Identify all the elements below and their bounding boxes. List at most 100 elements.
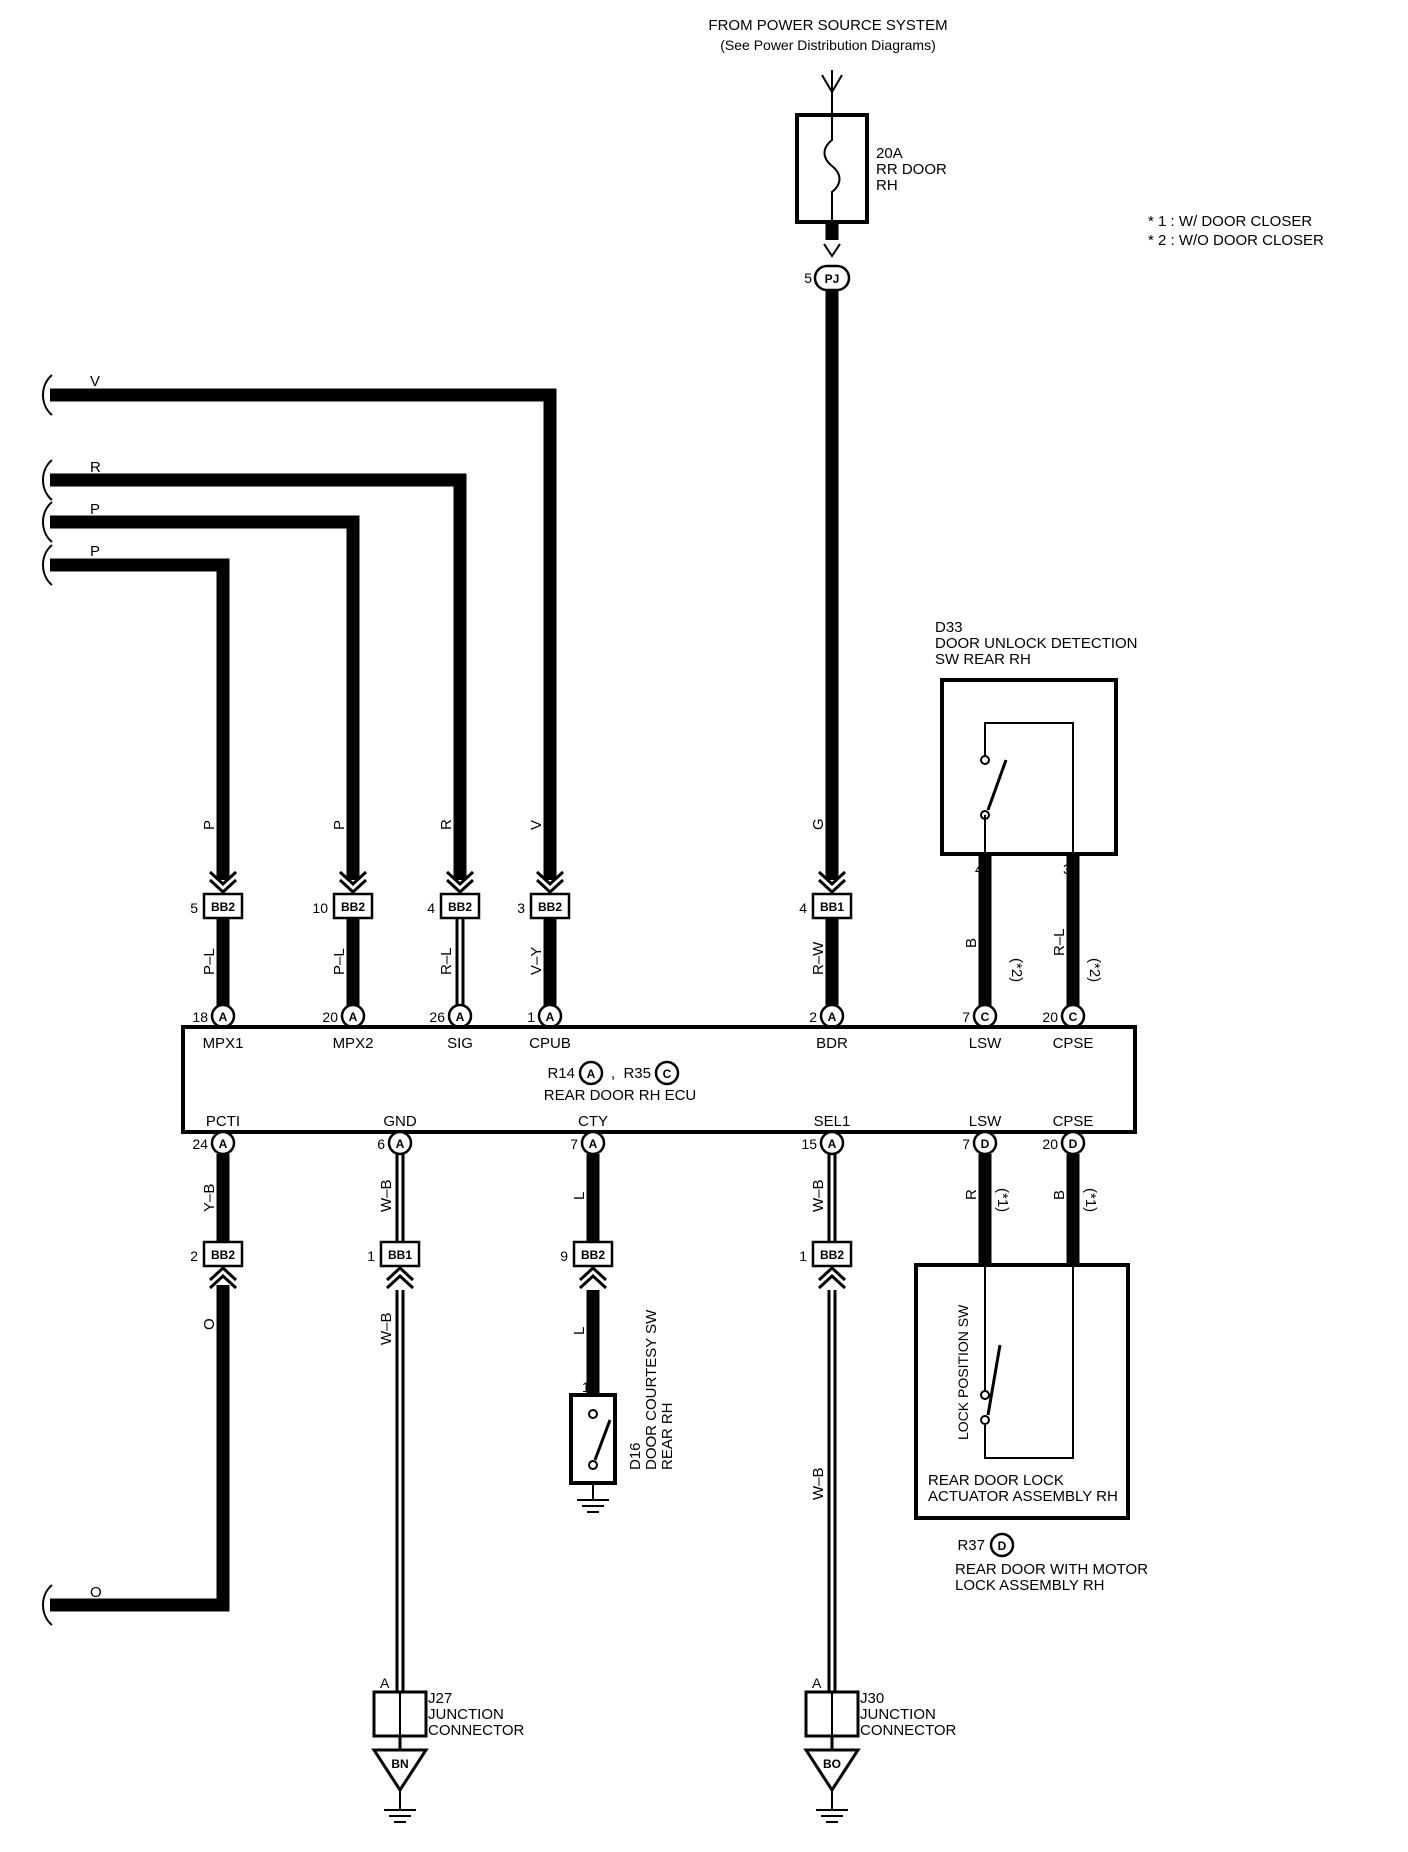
svg-text:MPX1: MPX1 — [203, 1035, 244, 1052]
label-p-2: P — [331, 820, 348, 830]
svg-text:Y–B: Y–B — [201, 1184, 218, 1212]
svg-text:C: C — [981, 1010, 990, 1024]
svg-text:BDR: BDR — [816, 1035, 848, 1052]
j27-pin: A — [380, 1675, 390, 1691]
wire-p-2: P — [42, 543, 230, 880]
j30-id: J30 — [860, 1690, 884, 1707]
r37-name-2: LOCK ASSEMBLY RH — [955, 1577, 1105, 1594]
j30-ground-code: BO — [823, 1757, 841, 1771]
bb-to-ecu-labels: P–L P–L R–L V–Y R–W — [201, 941, 827, 975]
svg-text:BB2: BB2 — [211, 900, 235, 914]
svg-text:R–L: R–L — [1051, 928, 1068, 956]
wire-r-label: R — [90, 459, 101, 476]
svg-text:O: O — [201, 1318, 218, 1330]
svg-text:2: 2 — [809, 1009, 817, 1025]
upper-bb-connectors: 5 BB2 10 BB2 4 BB2 3 BB2 4 BB1 — [190, 892, 853, 920]
j30-name-1: JUNCTION — [860, 1706, 936, 1723]
svg-text:A: A — [587, 1067, 596, 1081]
svg-text:C: C — [663, 1067, 672, 1081]
svg-text:26: 26 — [429, 1009, 445, 1025]
wire-o-label: O — [90, 1584, 102, 1601]
svg-text:SEL1: SEL1 — [814, 1113, 851, 1130]
svg-text:CPSE: CPSE — [1053, 1113, 1094, 1130]
svg-text:3: 3 — [517, 900, 525, 916]
svg-text:R–W: R–W — [810, 941, 827, 975]
fuse-20a: 20A RR DOOR RH — [795, 113, 947, 224]
wire-p2-label: P — [90, 543, 100, 560]
lower-bb-connectors: 2 BB2 1 BB1 9 BB2 1 BB2 — [190, 1240, 853, 1268]
svg-text:A: A — [349, 1010, 358, 1024]
j27-name-2: CONNECTOR — [428, 1722, 525, 1739]
svg-text:A: A — [828, 1137, 837, 1151]
bb-to-ecu-wires — [216, 918, 839, 1010]
j27-name-1: JUNCTION — [428, 1706, 504, 1723]
label-v: V — [528, 820, 545, 830]
svg-text:D: D — [998, 1539, 1007, 1553]
svg-text:D: D — [1069, 1137, 1078, 1151]
svg-text:B: B — [1051, 1190, 1068, 1200]
svg-text:2: 2 — [190, 1248, 198, 1264]
svg-text:BB2: BB2 — [581, 1248, 605, 1262]
svg-text:P–L: P–L — [331, 948, 348, 975]
svg-text:CPSE: CPSE — [1053, 1035, 1094, 1052]
wire-r: R — [42, 459, 467, 880]
label-g: G — [810, 818, 827, 830]
svg-text:R: R — [963, 1189, 980, 1200]
svg-text:W–B: W–B — [810, 1179, 827, 1212]
d33-id: D33 — [935, 619, 963, 636]
wire-sel1-to-j30 — [827, 1290, 837, 1692]
svg-text:1: 1 — [527, 1009, 535, 1025]
d33-name-1: DOOR UNLOCK DETECTION — [935, 635, 1138, 652]
wire-v: V — [42, 373, 557, 880]
actuator-name-2: ACTUATOR ASSEMBLY RH — [928, 1488, 1118, 1505]
d33-name-2: SW REAR RH — [935, 651, 1031, 668]
svg-text:BB2: BB2 — [211, 1248, 235, 1262]
wire-p-1: P — [42, 501, 360, 880]
svg-text:LSW: LSW — [969, 1113, 1002, 1130]
d33-wire-labels: B (*2) R–L (*2) — [963, 928, 1103, 982]
j27-ground-icon — [384, 1809, 416, 1823]
svg-text:20: 20 — [322, 1009, 338, 1025]
svg-text:A: A — [396, 1137, 405, 1151]
svg-text:CPUB: CPUB — [529, 1035, 571, 1052]
svg-text:A: A — [828, 1010, 837, 1024]
power-source-title: FROM POWER SOURCE SYSTEM — [708, 17, 947, 34]
r37-label: R37 D REAR DOOR WITH MOTOR LOCK ASSEMBLY… — [955, 1532, 1148, 1594]
connector-bb2-3: 3 BB2 — [517, 892, 571, 920]
note-2: * 2 : W/O DOOR CLOSER — [1148, 232, 1324, 249]
svg-text:R–L: R–L — [438, 947, 455, 975]
d16-name-2: REAR RH — [659, 1402, 676, 1470]
power-source-subtitle: (See Power Distribution Diagrams) — [720, 37, 936, 53]
upper-wire-labels: P P R V G — [201, 818, 827, 830]
svg-text:A: A — [546, 1010, 555, 1024]
power-input-arrow — [821, 70, 843, 115]
rear-door-rh-ecu: MPX1 MPX2 SIG CPUB BDR LSW CPSE R14 A , … — [181, 1025, 1137, 1134]
wire-gnd-to-j27 — [395, 1290, 405, 1692]
connector-bb1-1: 1 BB1 — [367, 1240, 421, 1268]
label-r: R — [438, 819, 455, 830]
ecu-r14: R14 — [547, 1065, 575, 1082]
svg-text:6: 6 — [377, 1136, 385, 1152]
svg-text:7: 7 — [962, 1136, 970, 1152]
lower-wire-labels: O W–B L W–B — [201, 1312, 827, 1500]
svg-text:L: L — [571, 1192, 588, 1200]
connector-bb2-10: 10 BB2 — [312, 892, 374, 920]
ecu-lower-wire-labels: Y–B W–B L W–B R (*1) B (*1) — [201, 1179, 1099, 1212]
svg-text:20: 20 — [1042, 1009, 1058, 1025]
lower-wires — [395, 1290, 837, 1692]
svg-text:7: 7 — [570, 1136, 578, 1152]
note-1: * 1 : W/ DOOR CLOSER — [1148, 213, 1312, 230]
connector-bb2-9: 9 BB2 — [560, 1240, 614, 1268]
fuse-rating: 20A — [876, 145, 903, 162]
svg-text:C: C — [1069, 1010, 1078, 1024]
svg-text:,: , — [611, 1065, 615, 1082]
r37-name-1: REAR DOOR WITH MOTOR — [955, 1561, 1148, 1578]
fuse-name-1: RR DOOR — [876, 161, 947, 178]
svg-text:10: 10 — [312, 900, 328, 916]
svg-text:(*1): (*1) — [1082, 1188, 1099, 1212]
actuator-name-1: REAR DOOR LOCK — [928, 1472, 1064, 1489]
ecu-upper-pins: 18 A 20 A 26 A 1 A 2 A 7 C 20 C — [192, 1003, 1086, 1029]
j27-junction-connector: A J27 JUNCTION CONNECTOR BN — [371, 1675, 525, 1823]
d16-name-1: DOOR COURTESY SW — [643, 1309, 660, 1470]
